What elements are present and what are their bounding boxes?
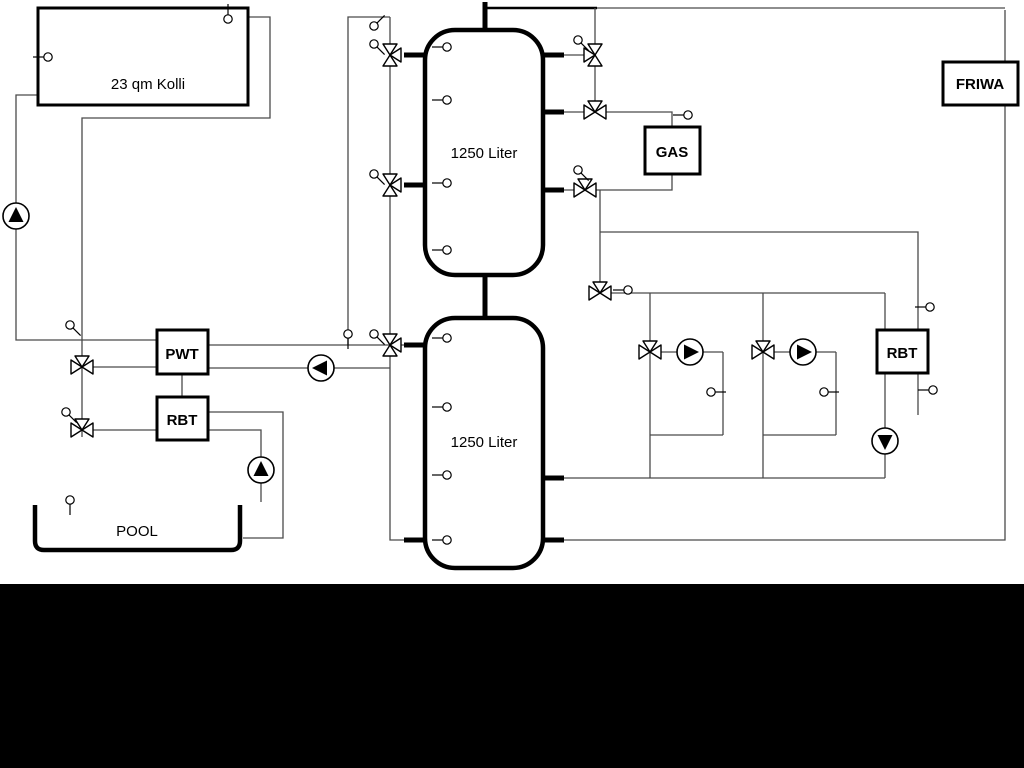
- bottom-black-band: [0, 584, 1024, 768]
- rbt-right-label: RBT: [887, 345, 918, 362]
- rbt-left-label: RBT: [167, 412, 198, 429]
- pipe-pool-supply: [208, 411, 284, 539]
- buffer-tank-bottom: [422, 315, 546, 571]
- pump-tank-charge: [307, 354, 335, 382]
- solar-collector: [36, 6, 250, 107]
- tank1-label: 1250 Liter: [451, 145, 518, 162]
- rbt-left-heat-exchanger: [155, 395, 210, 442]
- buffer-tank-top: [422, 27, 546, 278]
- pump-pool: [247, 456, 275, 484]
- pump-solar: [2, 202, 30, 230]
- pipe-solar-supply: [81, 16, 271, 437]
- pwt-label: PWT: [165, 346, 198, 363]
- pool-label: POOL: [116, 523, 158, 540]
- pipe-cold-water: [560, 10, 1006, 541]
- gas-label: GAS: [656, 144, 689, 161]
- friwa-station: [941, 60, 1020, 107]
- rbt-right-heat-exchanger: [875, 328, 930, 375]
- pump-rbt-right: [871, 427, 899, 455]
- pump-heating-2: [789, 338, 817, 366]
- tank2-label: 1250 Liter: [451, 434, 518, 451]
- gas-boiler: [643, 125, 702, 176]
- labels: 23 qm Kolli 1250 Liter 1250 Liter GAS FR…: [111, 76, 1004, 540]
- friwa-label: FRIWA: [956, 76, 1004, 93]
- pwt-heat-exchanger: [155, 328, 210, 376]
- pump-heating-1: [676, 338, 704, 366]
- collector-label: 23 qm Kolli: [111, 76, 185, 93]
- pipe-riser: [347, 16, 390, 345]
- swimming-pool: [32, 505, 243, 553]
